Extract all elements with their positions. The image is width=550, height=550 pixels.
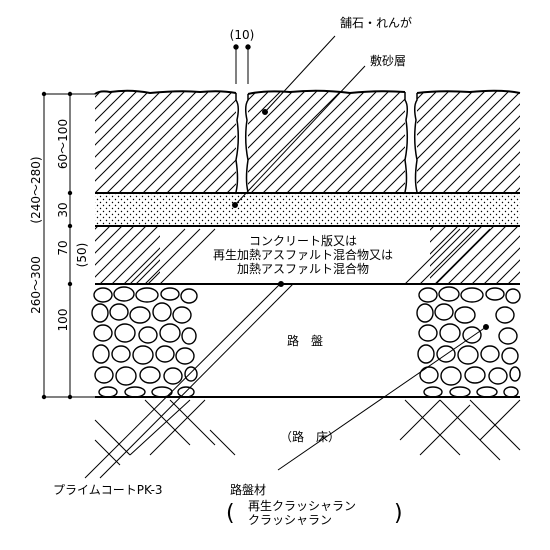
paving-stone-label: 舗石・れんが [340,15,412,30]
dimension-ticks [41,91,73,400]
concrete-label-line1: コンクリート版又は [249,234,357,248]
road-base-layer [91,286,521,398]
total-outer-alt-dim: (240～280) [29,156,43,223]
stones-right [416,286,521,398]
paving-thickness-dim: 60～100 [56,119,70,169]
stones-left [91,286,198,398]
joint-width-label: (10) [230,28,255,42]
concrete-thickness-dim: 70 [56,240,70,255]
sand-thickness-dim: 30 [56,202,70,217]
leader-lines [84,35,491,479]
roadbed-label: 路 盤 [287,333,323,348]
paren-open: ( [226,501,235,526]
total-outer-dim: 260～300 [29,256,43,314]
base-material-label: 路盤材 [230,482,266,497]
joint-left [235,93,249,193]
subgrade-label: （路 床） [280,429,340,444]
crusher-run-label: クラッシャラン [248,513,332,527]
sand-layer [95,192,520,227]
joint-right [404,92,418,193]
concrete-label-line2: 再生加熱アスファルト混合物又は [213,247,393,262]
concrete-alt-thickness-dim: (50) [75,243,89,268]
concrete-label-line3: 加熱アスファルト混合物 [237,261,369,276]
sand-bed-label: 敷砂層 [370,53,406,68]
paving-stone-layer [94,89,521,193]
base-thickness-dim: 100 [56,309,70,332]
paren-close: ) [394,501,403,526]
recycled-crusher-run-label: 再生クラッシャラン [248,499,356,513]
subgrade-hatch [94,399,521,466]
concrete-layer [95,227,520,285]
prime-coat-label: プライムコートPK-3 [53,483,163,497]
